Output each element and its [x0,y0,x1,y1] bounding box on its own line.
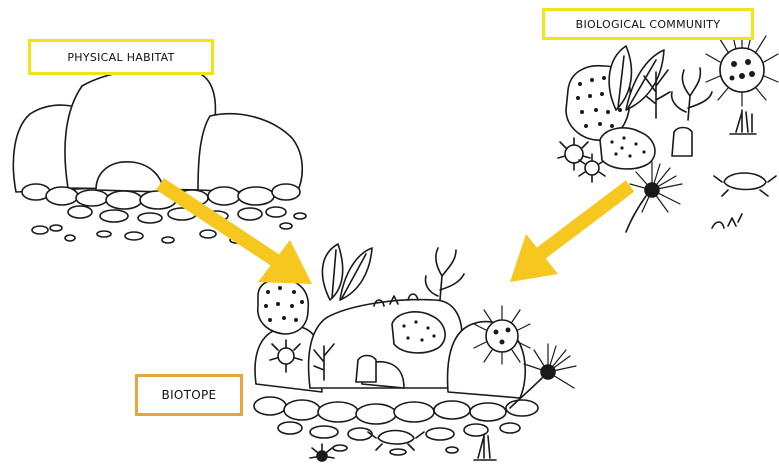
sea-squirt [672,128,692,157]
physical-habitat-rocks [13,68,306,243]
biotope-label-text: BIOTOPE [162,388,217,402]
sponge-blob [600,128,655,169]
urchin-large [720,48,764,92]
biological-community-label: BIOLOGICAL COMMUNITY [542,8,754,40]
boulder-right [198,114,302,194]
crab [724,173,766,190]
arrow-community-to-biotope-shaft [540,186,630,254]
coral-branch [672,68,712,120]
physical-habitat-label: PHYSICAL HABITAT [28,39,214,75]
biological-community-organisms [558,30,778,232]
biotope-label: BIOTOPE [135,374,243,416]
physical-habitat-label-text: PHYSICAL HABITAT [67,51,174,64]
biological-community-label-text: BIOLOGICAL COMMUNITY [576,18,721,31]
